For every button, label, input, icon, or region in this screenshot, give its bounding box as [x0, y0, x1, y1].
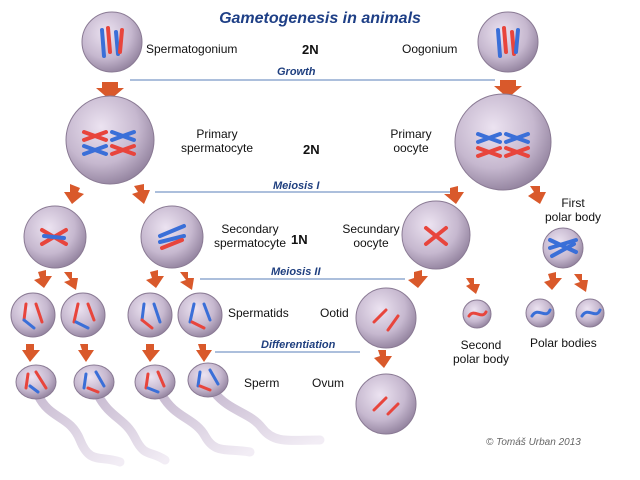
sperm-head: [187, 362, 229, 398]
sperm-head: [73, 364, 115, 400]
spermatogonium-cell: [81, 11, 143, 73]
stage-meiosis-2: Meiosis II: [271, 266, 321, 278]
arrow-icon: [132, 184, 150, 204]
diagram-title: Gametogenesis in animals: [219, 10, 421, 27]
arrow-icon: [78, 344, 94, 362]
oogonium-cell: [477, 11, 539, 73]
primary-oocyte-cell: [454, 93, 552, 191]
ovum-cell: [355, 373, 417, 435]
ploidy-2n-middle: 2N: [303, 142, 320, 157]
label-oogonium: Oogonium: [402, 42, 458, 56]
sperm-head: [134, 364, 176, 400]
chromosomes: [22, 26, 602, 416]
arrow-icon: [196, 344, 212, 362]
sperm-head: [15, 364, 57, 400]
label-secondary-spermatocyte: Secondary spermatocyte: [213, 222, 287, 250]
label-polar-bodies: Polar bodies: [530, 336, 597, 350]
arrow-icon: [528, 186, 546, 204]
arrow-icon: [574, 274, 588, 292]
arrow-icon: [64, 272, 78, 290]
stage-growth: Growth: [277, 66, 316, 78]
arrow-icon: [64, 184, 84, 204]
label-spermatogonium: Spermatogonium: [146, 42, 238, 56]
ploidy-2n-top: 2N: [302, 42, 319, 57]
spermatid-cell: [177, 292, 223, 338]
label-ovum: Ovum: [312, 376, 345, 390]
label-sperm: Sperm: [244, 376, 280, 390]
arrow-icon: [544, 272, 562, 290]
arrow-icon: [466, 278, 480, 294]
spermatid-cell: [10, 292, 56, 338]
spermatid-cell: [127, 292, 173, 338]
stage-meiosis-1: Meiosis I: [273, 180, 320, 192]
sperm-tail: [93, 390, 170, 465]
sperm-tails: [33, 387, 325, 467]
stage-lines: [130, 79, 495, 353]
spermatid-cell: [60, 292, 106, 338]
arrow-icon: [22, 344, 40, 362]
arrow-icon: [180, 272, 194, 290]
arrow-icon: [408, 270, 428, 288]
label-second-polar-body: Second polar body: [452, 338, 510, 366]
arrow-icon: [374, 350, 392, 368]
label-primary-spermatocyte: Primary spermatocyte: [180, 127, 254, 155]
label-secundary-oocyte: Secundary oocyte: [342, 222, 400, 250]
label-ootid: Ootid: [320, 306, 349, 320]
label-spermatids: Spermatids: [228, 306, 289, 320]
label-primary-oocyte: Primary oocyte: [390, 127, 432, 155]
sperm-tail: [157, 390, 255, 457]
arrow-icon: [494, 80, 522, 98]
sperm-tail: [209, 387, 325, 445]
arrow-icon: [96, 82, 124, 100]
ploidy-1n: 1N: [291, 232, 308, 247]
stage-differentiation: Differentiation: [261, 339, 336, 351]
arrow-icon: [146, 270, 164, 288]
copyright-notice: © Tomáš Urban 2013: [486, 437, 581, 448]
arrow-icon: [444, 186, 464, 204]
arrow-icon: [142, 344, 160, 362]
ootid-cell: [355, 287, 417, 349]
arrow-icon: [34, 270, 52, 288]
arrows: [22, 80, 588, 368]
sperm-tail: [33, 390, 125, 467]
label-first-polar-body: First polar body: [544, 196, 602, 224]
